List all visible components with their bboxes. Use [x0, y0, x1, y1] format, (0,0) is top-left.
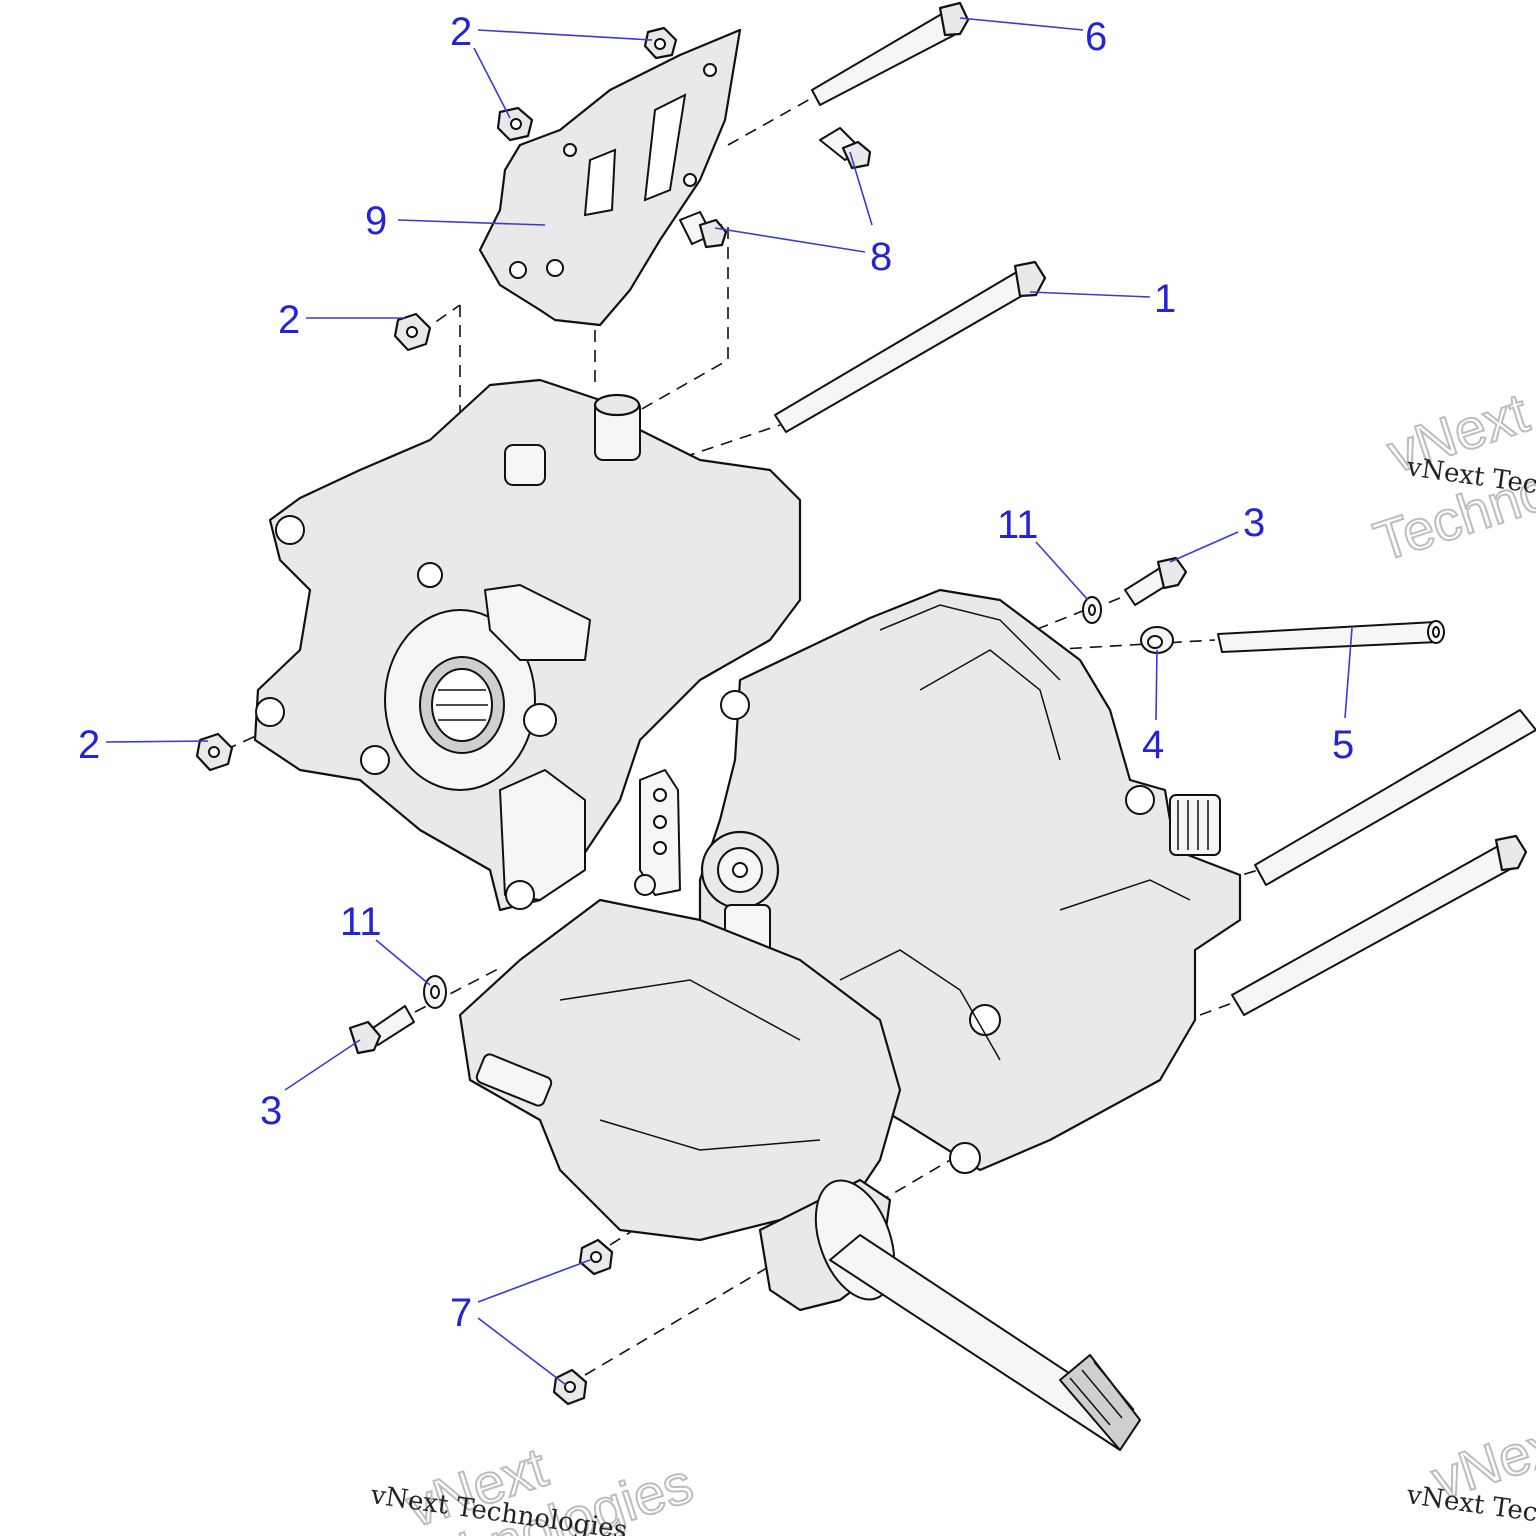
callout-2: 2 — [78, 723, 100, 767]
callout-11: 11 — [340, 900, 382, 944]
nut — [393, 312, 432, 352]
callout-7: 7 — [450, 1291, 472, 1335]
transmission-housing — [253, 378, 1242, 1451]
watermark-script-text: vNext Technologies — [1404, 1480, 1536, 1536]
mounting-bracket — [478, 28, 742, 327]
callout-11: 11 — [997, 503, 1039, 547]
nut — [496, 106, 534, 142]
callout-3: 3 — [1243, 501, 1265, 545]
callout-5: 5 — [1332, 723, 1354, 767]
callout-labels: 2 2 2 6 9 8 1 11 3 4 5 11 3 7 — [78, 10, 1354, 1335]
callout-4: 4 — [1142, 723, 1164, 767]
leader-lines — [105, 17, 1353, 1386]
nut — [578, 1238, 614, 1276]
callout-3: 3 — [260, 1089, 282, 1133]
nut — [643, 26, 678, 60]
callout-8: 8 — [870, 235, 892, 279]
callout-2: 2 — [450, 10, 472, 54]
callout-9: 9 — [365, 199, 387, 243]
nut — [552, 1368, 588, 1406]
callout-1: 1 — [1154, 277, 1176, 321]
callout-2: 2 — [278, 298, 300, 342]
callout-6: 6 — [1085, 15, 1107, 59]
nut — [195, 732, 234, 772]
fasteners — [195, 1, 1536, 1406]
